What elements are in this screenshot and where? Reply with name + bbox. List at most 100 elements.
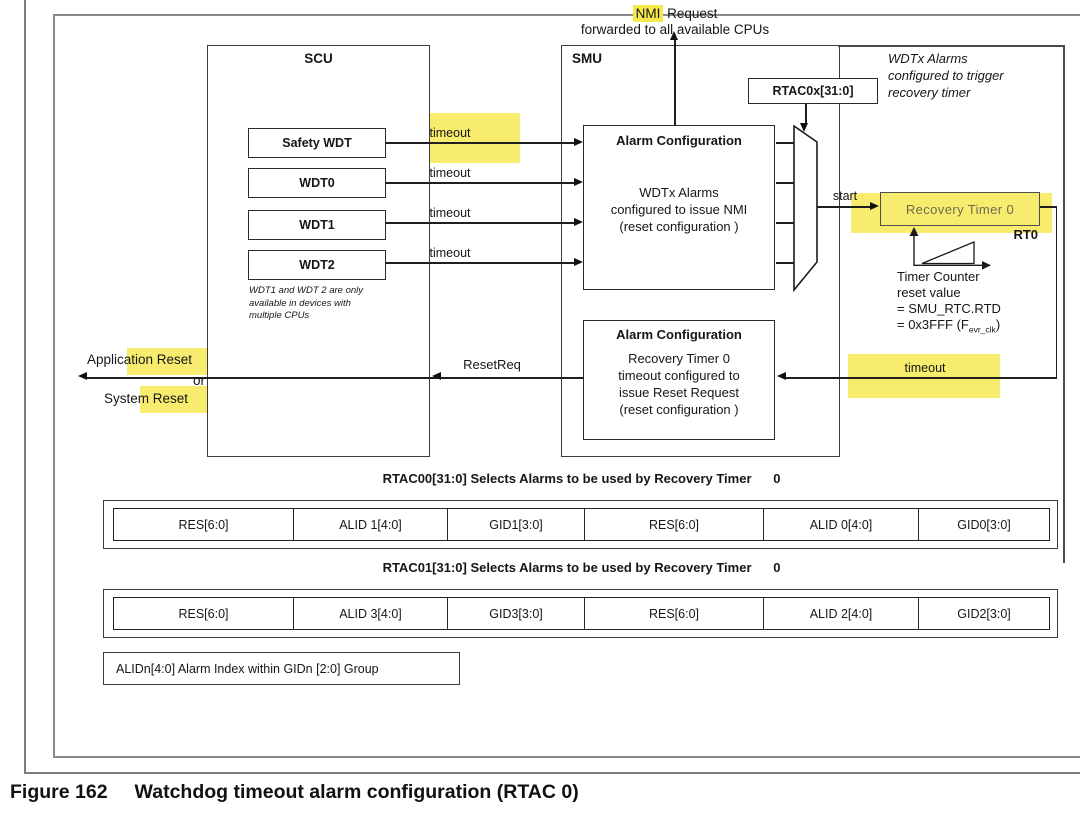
highlight-recovery-timer [851, 193, 1052, 233]
alarm-top-line-1: WDTx Alarms [639, 185, 719, 200]
or-label: or [193, 373, 206, 388]
timer-note-line-3: = SMU_RTC.RTD [897, 301, 1001, 316]
alarm-bottom-body: Recovery Timer 0 timeout configured to i… [583, 350, 775, 418]
table-cell: GID3[3:0] [448, 598, 585, 629]
timer-note-line-4: = 0x3FFF (Fevr_clk) [897, 317, 1001, 338]
mux-input-line-2 [776, 182, 794, 184]
table-cell: RES[6:0] [585, 509, 764, 540]
table-cell: GID1[3:0] [448, 509, 585, 540]
table-cell: ALID 0[4:0] [764, 509, 919, 540]
arrowhead-icon [574, 218, 583, 226]
arrowhead-icon [777, 372, 786, 380]
recovery-timer-box: Recovery Timer 0 [880, 192, 1040, 226]
resetreq-line [86, 377, 583, 379]
table-cell: ALID 3[4:0] [294, 598, 448, 629]
arrowhead-icon [870, 202, 879, 210]
timeout-label-3: timeout [429, 206, 471, 220]
wdt0-box: WDT0 [248, 168, 386, 198]
smu-extension-top-line [838, 45, 1065, 47]
arrowhead-icon [800, 123, 808, 132]
timer-eq-sub: evr_clk [968, 324, 996, 335]
scu-wdt-note: WDT1 and WDT 2 are only available in dev… [249, 285, 364, 321]
alarm-top-title: Alarm Configuration [616, 133, 742, 148]
timer-note-line-2: reset value [897, 285, 961, 300]
highlight-feedback-timeout [848, 354, 1000, 398]
nmi-request-label: NMI Request [590, 5, 760, 23]
arrowhead-icon [432, 372, 441, 380]
arrowhead-icon [574, 138, 583, 146]
feedback-line-h1 [1040, 206, 1057, 208]
rtac00-table-header: RTAC00[31:0] Selects Alarms to be used b… [382, 471, 781, 486]
safety-wdt-box: Safety WDT [248, 128, 386, 158]
figure-caption-title: Watchdog timeout alarm configuration (RT… [134, 781, 579, 803]
alarm-bottom-line-1: Recovery Timer 0 [628, 351, 730, 366]
nmi-forwarded-label: forwarded to all available CPUs [580, 22, 770, 37]
rtac00-table-row: RES[6:0] ALID 1[4:0] GID1[3:0] RES[6:0] … [113, 508, 1050, 541]
recovery-timer-label: Recovery Timer 0 [905, 201, 1015, 217]
timer-eq-pre: = 0x3FFF (F [897, 317, 969, 332]
rt0-label: RT0 [1013, 227, 1038, 242]
application-reset-label: Application Reset [87, 352, 193, 367]
nmi-arrow-line [674, 40, 676, 125]
timeout-line-2 [386, 182, 575, 184]
arrowhead-icon [670, 31, 678, 40]
alarm-config-bottom-box [583, 320, 775, 440]
arrowhead-icon [78, 372, 87, 380]
alarm-top-body: WDTx Alarms configured to issue NMI (res… [583, 184, 775, 235]
table-cell: ALID 1[4:0] [294, 509, 448, 540]
feedback-line-h2 [786, 377, 1057, 379]
rtac01-table-row: RES[6:0] ALID 3[4:0] GID3[3:0] RES[6:0] … [113, 597, 1050, 630]
smu-label: SMU [572, 51, 602, 66]
table-cell: ALID 2[4:0] [764, 598, 919, 629]
feedback-timeout-label: timeout [904, 361, 946, 375]
scu-label: SCU [304, 51, 333, 66]
timer-counter-note: Timer Counter reset value = SMU_RTC.RTD … [897, 269, 1001, 338]
nmi-highlighted-word: NMI [632, 5, 664, 22]
table-cell: GID2[3:0] [957, 606, 1011, 621]
safety-wdt-label: Safety WDT [282, 136, 352, 150]
alarm-bottom-line-4: (reset configuration ) [619, 402, 739, 417]
timeout-line-4 [386, 262, 575, 264]
rtac-note-line-2: configured to trigger [888, 68, 1004, 83]
mux-input-line-1 [776, 142, 794, 144]
start-label: start [832, 189, 858, 203]
doc-left-border [24, 0, 26, 774]
timeout-line-1 [386, 142, 575, 144]
alarm-top-line-3: (reset configuration ) [619, 219, 739, 234]
wdt0-label: WDT0 [299, 176, 335, 190]
wdt1-box: WDT1 [248, 210, 386, 240]
doc-bottom-border [24, 772, 1080, 774]
start-line [817, 206, 871, 208]
arrowhead-icon [574, 178, 583, 186]
mux-input-line-4 [776, 262, 794, 264]
alid-note-text: ALIDn[4:0] Alarm Index within GIDn [2:0]… [116, 661, 379, 676]
table-cell: RES[6:0] [585, 598, 764, 629]
alarm-top-line-2: configured to issue NMI [610, 202, 748, 217]
rtac-alarms-note: WDTx Alarms configured to trigger recove… [888, 50, 1058, 101]
rtac-note-line-1: WDTx Alarms [888, 51, 968, 66]
rtac-register-label: RTAC0x[31:0] [772, 84, 854, 98]
wdt2-label: WDT2 [299, 258, 335, 272]
timeout-label-1: timeout [429, 126, 471, 140]
rtac01-table-header: RTAC01[31:0] Selects Alarms to be used b… [382, 560, 781, 575]
table-cell: GID0[3:0] [957, 517, 1011, 532]
feedback-line-v [1055, 206, 1057, 378]
mux-icon [793, 124, 818, 293]
alid-note-box: ALIDn[4:0] Alarm Index within GIDn [2:0]… [103, 652, 460, 685]
rtac-note-line-3: recovery timer [888, 85, 971, 100]
table-cell: RES[6:0] [114, 598, 294, 629]
alarm-bottom-line-3: issue Reset Request [619, 385, 739, 400]
alarm-config-top-box [583, 125, 775, 290]
timer-eq-post: ) [995, 317, 1001, 332]
timeout-label-2: timeout [429, 166, 471, 180]
timeout-label-4: timeout [429, 246, 471, 260]
smu-extension-right-line [1063, 45, 1065, 563]
timer-ramp-icon [909, 227, 991, 270]
system-reset-label: System Reset [104, 391, 189, 406]
timer-note-line-1: Timer Counter [897, 269, 980, 284]
nmi-rest: Request [663, 6, 718, 21]
mux-input-line-3 [776, 222, 794, 224]
alarm-bottom-title: Alarm Configuration [616, 327, 742, 342]
